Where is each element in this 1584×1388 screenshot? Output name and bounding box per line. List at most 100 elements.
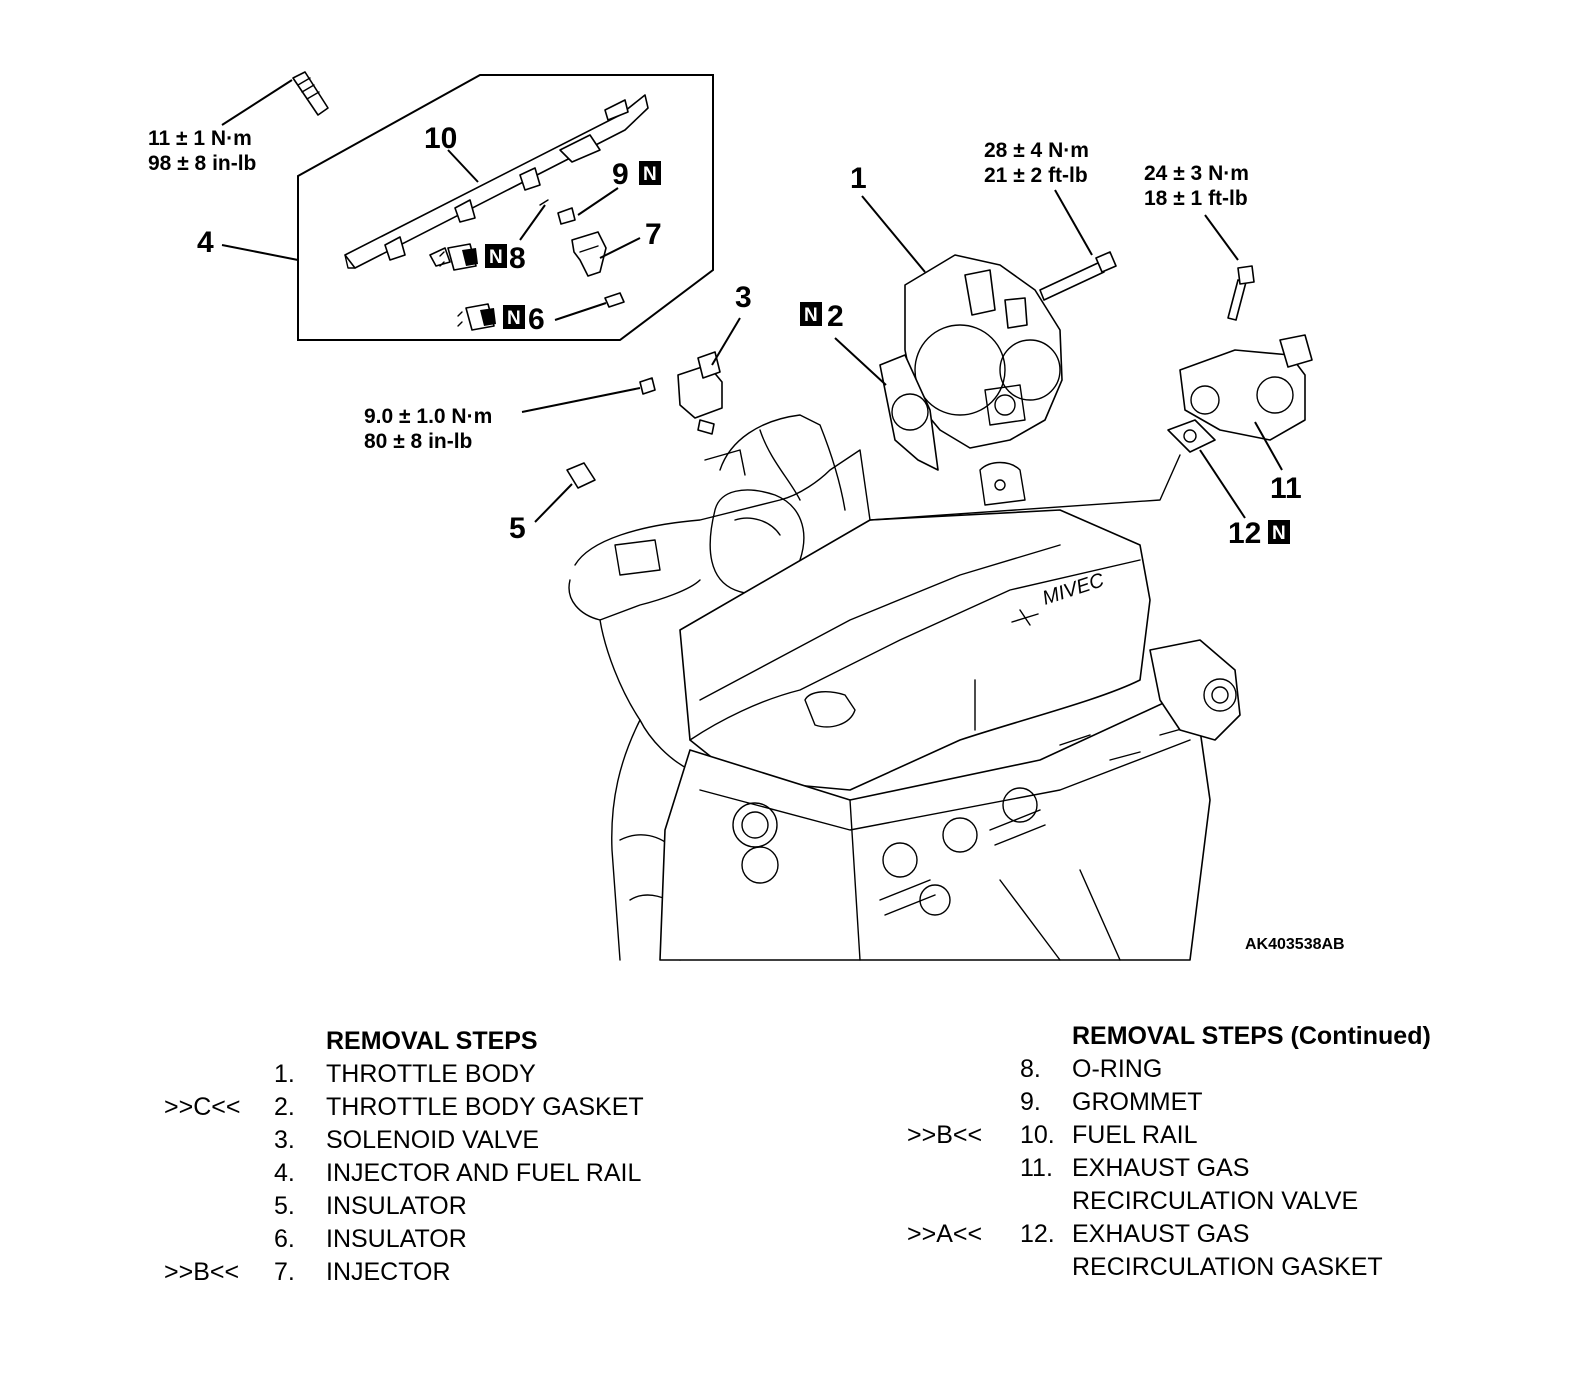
- torque-throttle-nm: 28 ± 4 N·m: [984, 139, 1089, 162]
- step-text: O-RING: [1072, 1055, 1163, 1083]
- step-reference: >>B<<: [907, 1121, 983, 1149]
- label-12: 12: [1228, 517, 1261, 550]
- step-text: EXHAUST GAS: [1072, 1154, 1250, 1182]
- label-6: 6: [528, 303, 545, 336]
- steps-list: 1.THROTTLE BODY>>C<< 2. THROTTLE BODY GASK…: [164, 1058, 644, 1289]
- step-row: 3.SOLENOID VALVE: [164, 1124, 644, 1157]
- leader-lines: [221, 79, 1283, 523]
- step-number: 11.: [1020, 1154, 1053, 1182]
- engine-illustration: MIVEC: [568, 414, 1241, 961]
- new-part-markers: N N N N N: [485, 161, 1290, 544]
- engine-oil-icon: [439, 243, 478, 271]
- step-text: GROMMET: [1072, 1088, 1203, 1116]
- egr-valve: [1179, 334, 1313, 441]
- part-labels: 10 4 9 7 8 6 3 2 1 5 11 12: [197, 122, 1302, 550]
- solenoid-valve-bolt: [639, 377, 656, 395]
- step-reference: [164, 1157, 274, 1190]
- steps-title-row: REMOVAL STEPS: [164, 1025, 644, 1058]
- insulator-5: [566, 462, 596, 489]
- step-row: >>C<< 2. THROTTLE BODY GASKET: [164, 1091, 644, 1124]
- egr-bolt: [1227, 279, 1247, 321]
- num-spacer: [1020, 1020, 1072, 1053]
- step-text: INSULATOR: [326, 1225, 467, 1253]
- step-reference: >>B<<: [164, 1258, 240, 1286]
- step-reference: >>A<<: [907, 1220, 983, 1248]
- torque-solenoid-inlb: 80 ± 8 in-lb: [364, 430, 472, 453]
- num-spacer: [274, 1025, 326, 1058]
- label-8: 8: [509, 242, 526, 275]
- step-number: 9.: [1020, 1088, 1041, 1116]
- removal-steps-left: REMOVAL STEPS 1.THROTTLE BODY>>C<< 2. THRO…: [164, 1025, 644, 1289]
- svg-text:N: N: [804, 305, 818, 326]
- step-reference: [164, 1223, 274, 1256]
- step-row: 11. EXHAUST GAS: [907, 1152, 1431, 1185]
- step-number: 4.: [274, 1159, 295, 1187]
- torque-fuel-rail-nm: 11 ± 1 N·m: [148, 127, 252, 150]
- torque-throttle-ftlb: 21 ± 2 ft-lb: [984, 164, 1088, 187]
- ref-spacer: [907, 1020, 1020, 1053]
- step-text: THROTTLE BODY GASKET: [326, 1093, 644, 1121]
- step-row: 6. INSULATOR: [164, 1223, 644, 1256]
- step-row: 4. INJECTOR AND FUEL RAIL: [164, 1157, 644, 1190]
- step-number: 3.: [274, 1126, 295, 1154]
- svg-text:N: N: [489, 247, 503, 268]
- step-text: INJECTOR: [326, 1258, 451, 1286]
- step-text: EXHAUST GAS: [1072, 1220, 1250, 1248]
- step-row: >>B<<7.INJECTOR: [164, 1256, 644, 1289]
- n-marker-6: N: [503, 305, 525, 329]
- step-row: >>A<< 12. EXHAUST GAS: [907, 1218, 1431, 1251]
- step-text: RECIRCULATION VALVE: [1072, 1187, 1359, 1215]
- torque-egr-ftlb: 18 ± 1 ft-lb: [1144, 187, 1248, 210]
- step-number: 10.: [1020, 1121, 1055, 1149]
- step-number: 2.: [274, 1093, 295, 1121]
- label-2: 2: [827, 300, 844, 333]
- exploded-parts-diagram: MIVEC: [148, 71, 1345, 961]
- n-marker-8: N: [485, 244, 507, 268]
- label-5: 5: [509, 512, 526, 545]
- throttle-body-bolt: [1039, 261, 1105, 301]
- n-marker-2: N: [800, 302, 822, 326]
- step-text: INJECTOR AND FUEL RAIL: [326, 1159, 642, 1187]
- step-number: 12.: [1020, 1220, 1055, 1248]
- fuel-rail-inset: [297, 74, 714, 341]
- throttle-body-gasket: [879, 354, 939, 471]
- step-reference: >>C<<: [164, 1093, 241, 1121]
- step-reference: [907, 1053, 1020, 1086]
- solenoid-valve: [677, 351, 723, 435]
- step-text: INSULATOR: [326, 1192, 467, 1220]
- step-row: 1.THROTTLE BODY: [164, 1058, 644, 1091]
- label-11: 11: [1270, 472, 1302, 505]
- step-row: 5.INSULATOR: [164, 1190, 644, 1223]
- label-10: 10: [424, 122, 457, 155]
- label-4: 4: [197, 226, 214, 259]
- step-row: 8. O-RING: [907, 1053, 1431, 1086]
- step-text: RECIRCULATION GASKET: [1072, 1253, 1383, 1281]
- step-number: [1020, 1251, 1072, 1284]
- step-reference: [907, 1086, 1020, 1119]
- step-reference: [907, 1185, 1020, 1218]
- n-marker-9: N: [639, 161, 661, 185]
- svg-text:N: N: [1272, 523, 1286, 544]
- step-reference: [164, 1058, 274, 1091]
- step-text: FUEL RAIL: [1072, 1121, 1198, 1149]
- steps-title-row: REMOVAL STEPS (Continued): [907, 1020, 1431, 1053]
- label-1: 1: [850, 162, 867, 195]
- throttle-body: [904, 254, 1063, 449]
- steps-title: REMOVAL STEPS (Continued): [1072, 1022, 1431, 1050]
- step-row: >>B<< 10. FUEL RAIL: [907, 1119, 1431, 1152]
- engine-oil-icon: [457, 303, 496, 331]
- step-number: [1020, 1185, 1072, 1218]
- step-text: THROTTLE BODY: [326, 1060, 536, 1088]
- step-row: RECIRCULATION GASKET: [907, 1251, 1431, 1284]
- figure-code: AK403538AB: [1245, 936, 1345, 953]
- label-3: 3: [735, 281, 752, 314]
- step-row: 9. GROMMET: [907, 1086, 1431, 1119]
- removal-steps-right: REMOVAL STEPS (Continued) 8. O-RING 9. GROM…: [907, 1020, 1431, 1284]
- step-number: 6.: [274, 1225, 295, 1253]
- step-reference: [907, 1251, 1020, 1284]
- step-number: 8.: [1020, 1055, 1041, 1083]
- egr-gasket: [1167, 419, 1216, 453]
- n-marker-12: N: [1268, 520, 1290, 544]
- label-9: 9: [612, 158, 629, 191]
- step-reference: [164, 1190, 274, 1223]
